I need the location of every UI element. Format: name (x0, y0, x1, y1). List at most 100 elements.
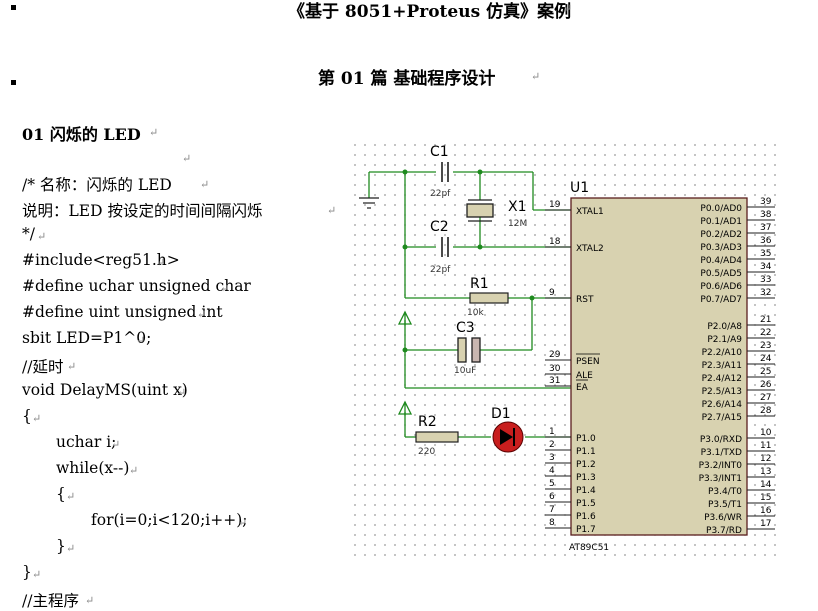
pin-name: P3.6/WR (704, 513, 742, 523)
paragraph-mark: ↵ (156, 256, 166, 269)
chip-pin-p1-1: 2P1.1 (545, 440, 596, 457)
paragraph-mark: ↵ (66, 490, 76, 503)
pin-number: 31 (549, 376, 560, 386)
pin-number: 25 (760, 367, 771, 377)
document-title: 《基于 8051+Proteus 仿真》案例 (288, 2, 572, 22)
pin-number: 1 (549, 427, 555, 437)
code-line: for(i=0;i<120;i++); (91, 511, 248, 529)
pin-name: P2.6/A14 (702, 400, 743, 410)
pin-name: P1.6 (576, 512, 596, 522)
x1-ref: X1 (508, 199, 527, 215)
pin-name: P2.0/A8 (707, 322, 742, 332)
pin-number: 22 (760, 328, 771, 338)
title-bullet (11, 5, 16, 10)
code-line: } (22, 563, 32, 581)
pin-name: P2.1/A9 (707, 335, 742, 345)
junctions (402, 169, 535, 353)
pin-number: 26 (760, 380, 772, 390)
code-line: #define uchar unsigned char (22, 277, 251, 295)
pin-number: 5 (549, 479, 555, 489)
pin-number: 21 (760, 315, 771, 325)
x1-value: 12M (508, 219, 527, 229)
code-line: //延时 (22, 358, 64, 376)
pin-number: 32 (760, 288, 771, 298)
paragraph-mark: ↵ (32, 412, 42, 425)
pin-name: P2.4/A12 (702, 374, 742, 384)
pin-number: 39 (760, 197, 772, 207)
paragraph-mark: ↵ (182, 152, 192, 165)
code-line: /* 名称：闪烁的 LED (22, 176, 172, 194)
paragraph-mark: ↵ (111, 438, 121, 451)
crystal-x1 (466, 199, 494, 222)
paragraph-mark: ↵ (136, 334, 146, 347)
paragraph-mark: ↵ (238, 516, 248, 529)
pin-number: 27 (760, 393, 771, 403)
power-icon (397, 400, 413, 415)
pin-number: 29 (549, 350, 561, 360)
pin-number: 35 (760, 249, 771, 259)
paragraph-mark: ↵ (85, 594, 95, 607)
chip-pin-p1-4: 5P1.4 (545, 479, 596, 496)
code-line: { (56, 485, 66, 503)
d1-ref: D1 (491, 406, 511, 422)
chip-pin-p1-5: 6P1.5 (545, 492, 596, 509)
paragraph-mark: ↵ (531, 70, 541, 83)
resistor-r2 (415, 431, 459, 443)
capacitor-c3 (457, 337, 481, 363)
pin-number: 24 (760, 354, 772, 364)
pin-name: P1.0 (576, 434, 596, 444)
circuit-schematic: C1 22pf X1 12M C2 22pf R1 10k C3 10uF R2… (350, 140, 780, 558)
pin-number: 15 (760, 493, 771, 503)
chip-part: AT89C51 (569, 543, 609, 553)
code-line: uchar i; (56, 433, 117, 451)
pin-name: RST (576, 295, 594, 305)
paragraph-mark: ↵ (197, 308, 207, 321)
chip-pin-p1-3: 4P1.3 (545, 466, 596, 483)
pin-number: 11 (760, 441, 771, 451)
pin-name: P0.1/AD1 (700, 217, 742, 227)
pin-number: 2 (549, 440, 555, 450)
pin-number: 33 (760, 275, 771, 285)
ground-icon (359, 197, 379, 209)
c1-ref: C1 (430, 144, 449, 160)
pin-number: 14 (760, 480, 772, 490)
pin-name: P0.3/AD3 (700, 243, 742, 253)
pin-name: P1.7 (576, 525, 596, 535)
r1-value: 10k (467, 308, 484, 318)
pin-name: P3.5/T1 (708, 500, 742, 510)
pin-name: P0.6/AD6 (700, 282, 742, 292)
chip-pin-p1-6: 7P1.6 (545, 505, 596, 522)
pin-number: 19 (549, 200, 561, 210)
pin-name: P3.2/INT0 (699, 461, 743, 471)
c3-ref: C3 (456, 320, 475, 336)
pin-number: 16 (760, 506, 772, 516)
code-line: sbit LED=P1^0; (22, 329, 152, 347)
paragraph-mark: ↵ (32, 568, 42, 581)
pin-number: 4 (549, 466, 555, 476)
paragraph-mark: ↵ (563, 2, 573, 15)
capacitor-c1 (441, 162, 449, 182)
pin-number: 36 (760, 236, 772, 246)
power-icon (397, 310, 413, 325)
c3-value: 10uF (454, 366, 476, 376)
pin-name: P1.5 (576, 499, 596, 509)
pin-name: P1.1 (576, 447, 596, 457)
pin-number: 28 (760, 406, 772, 416)
chip-pin-p1-7: 8P1.7 (545, 518, 596, 535)
